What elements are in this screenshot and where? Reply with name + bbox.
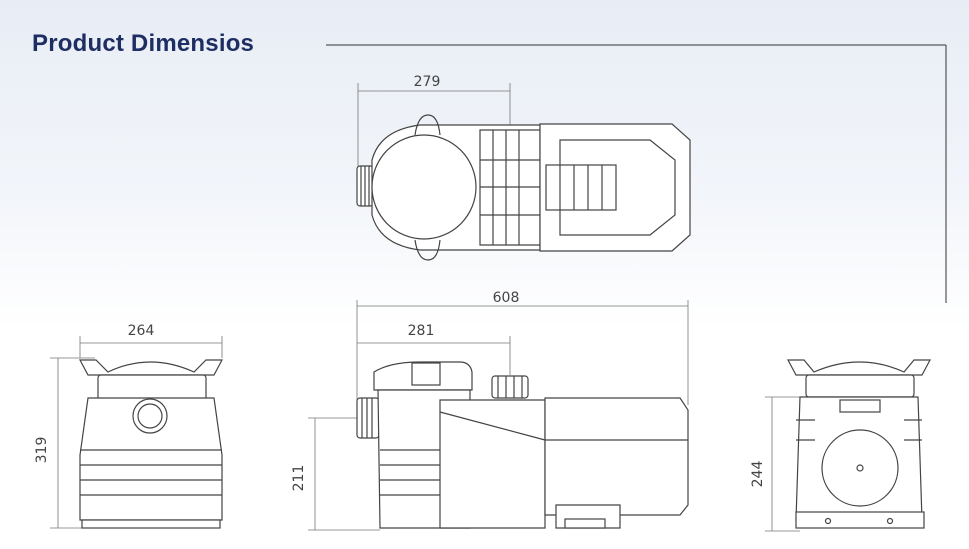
side-view: 608 281 211 <box>291 290 689 531</box>
dim-side-inlet-label: 281 <box>408 323 435 339</box>
page-title: Product Dimensios <box>32 30 255 57</box>
dim-top-width <box>357 83 511 176</box>
dim-side-inlet <box>357 336 511 375</box>
dim-rear-height-label: 244 <box>750 461 766 488</box>
dim-side-height <box>308 417 380 531</box>
dim-side-overall <box>356 300 689 405</box>
dim-side-height-label: 211 <box>291 465 307 492</box>
header-rule <box>326 44 947 303</box>
dim-front-height-label: 319 <box>34 437 50 464</box>
dim-front-width <box>79 336 223 358</box>
dim-top-width-label: 279 <box>414 74 441 90</box>
front-view: 264 319 <box>34 323 223 529</box>
dim-front-width-label: 264 <box>128 323 155 339</box>
rear-view: 244 <box>750 359 931 532</box>
dim-side-overall-label: 608 <box>493 290 520 306</box>
top-view: 279 <box>356 74 691 261</box>
